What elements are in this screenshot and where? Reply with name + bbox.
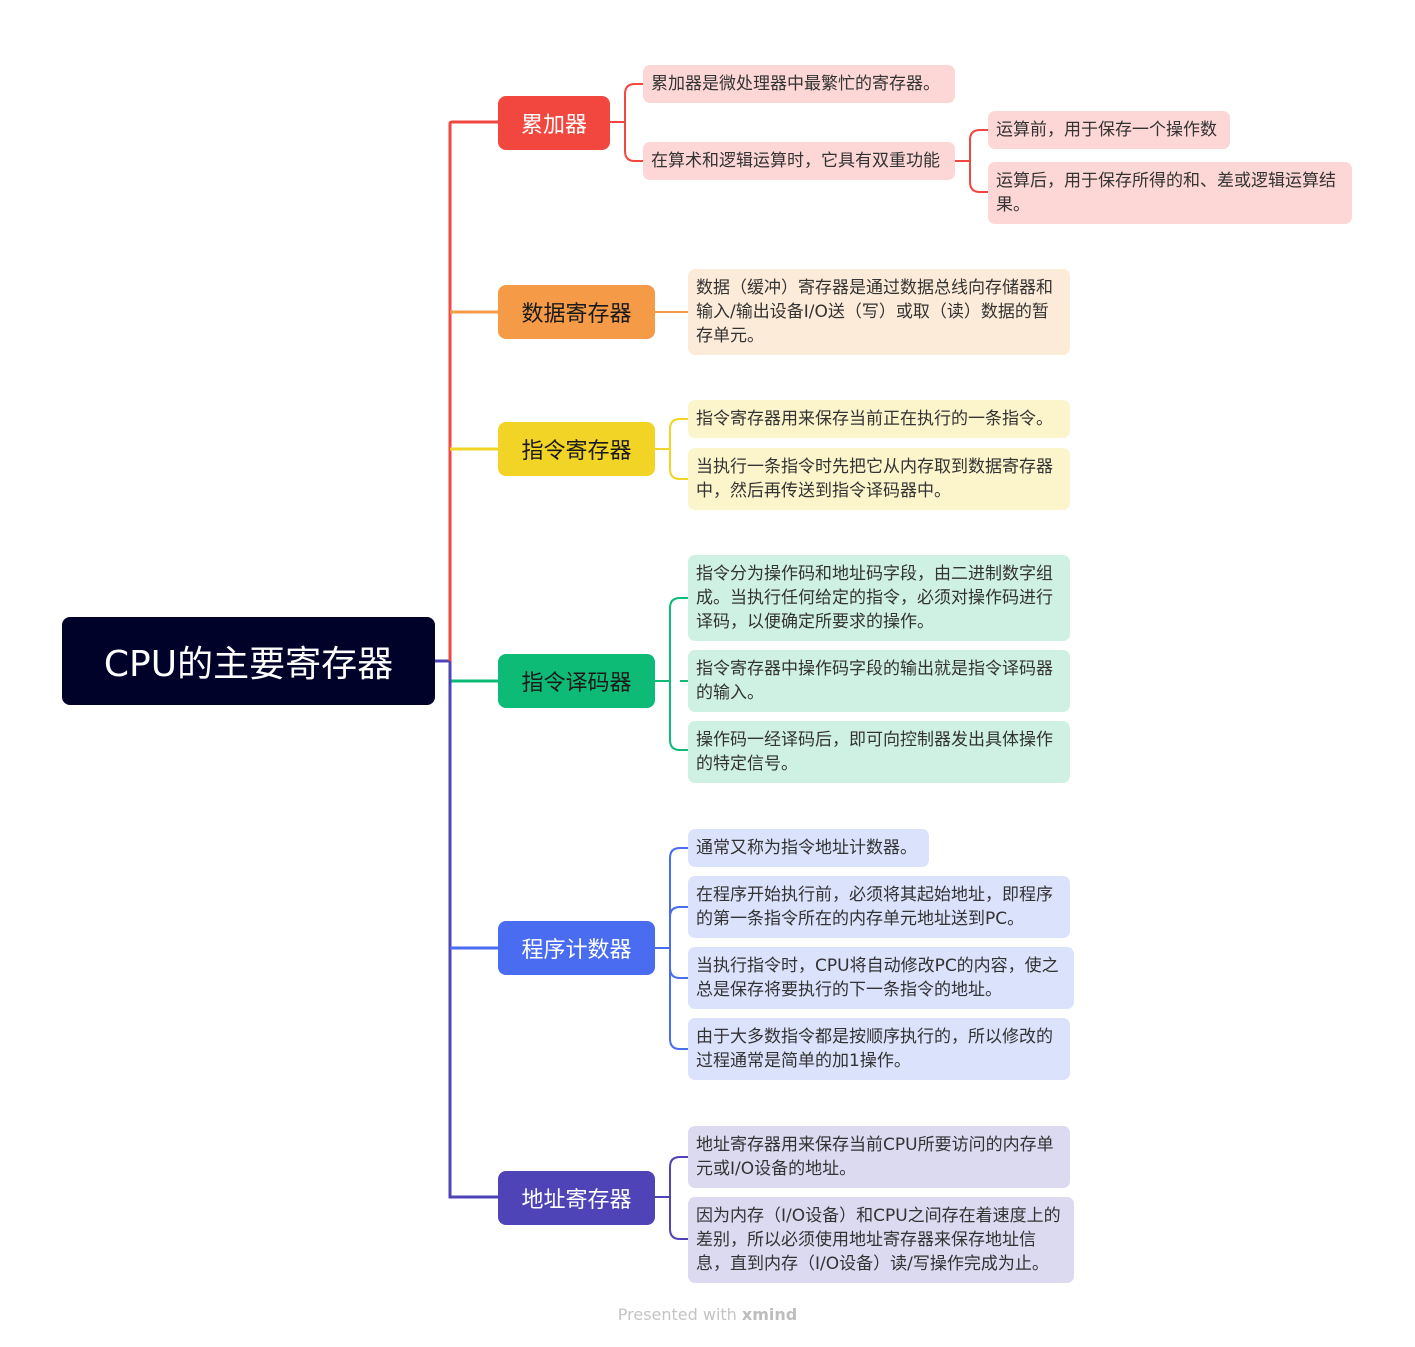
topic-instruction-register[interactable]: 指令寄存器 [498,422,655,476]
topic-data-register[interactable]: 数据寄存器 [498,285,655,339]
instruction-register-note-1[interactable]: 指令寄存器用来保存当前正在执行的一条指令。 [688,400,1070,438]
program-counter-note-2[interactable]: 在程序开始执行前，必须将其起始地址，即程序的第一条指令所在的内存单元地址送到PC… [688,876,1070,938]
accumulator-note-2[interactable]: 在算术和逻辑运算时，它具有双重功能 [643,142,955,180]
instruction-decoder-note-3[interactable]: 操作码一经译码后，即可向控制器发出具体操作的特定信号。 [688,721,1070,783]
program-counter-note-3[interactable]: 当执行指令时，CPU将自动修改PC的内容，使之总是保存将要执行的下一条指令的地址… [688,947,1074,1009]
topic-program-counter[interactable]: 程序计数器 [498,921,655,975]
topic-address-register[interactable]: 地址寄存器 [498,1171,655,1225]
program-counter-note-4[interactable]: 由于大多数指令都是按顺序执行的，所以修改的过程通常是简单的加1操作。 [688,1018,1070,1080]
footer-prefix: Presented with [617,1305,737,1324]
address-register-note-1[interactable]: 地址寄存器用来保存当前CPU所要访问的内存单元或I/O设备的地址。 [688,1126,1070,1188]
accumulator-sub-1[interactable]: 运算前，用于保存一个操作数 [988,111,1230,149]
program-counter-note-1[interactable]: 通常又称为指令地址计数器。 [688,829,929,867]
footer-credit: Presented with xmind [0,1305,1415,1324]
topic-instruction-decoder[interactable]: 指令译码器 [498,654,655,708]
data-register-note-1[interactable]: 数据（缓冲）寄存器是通过数据总线向存储器和输入/输出设备I/O送（写）或取（读）… [688,269,1070,355]
instruction-decoder-note-2[interactable]: 指令寄存器中操作码字段的输出就是指令译码器的输入。 [688,650,1070,712]
xmind-logo: xmind [741,1305,798,1324]
topic-accumulator[interactable]: 累加器 [498,96,610,150]
address-register-note-2[interactable]: 因为内存（I/O设备）和CPU之间存在着速度上的差别，所以必须使用地址寄存器来保… [688,1197,1074,1283]
instruction-register-note-2[interactable]: 当执行一条指令时先把它从内存取到数据寄存器中，然后再传送到指令译码器中。 [688,448,1070,510]
accumulator-note-1[interactable]: 累加器是微处理器中最繁忙的寄存器。 [643,65,955,103]
instruction-decoder-note-1[interactable]: 指令分为操作码和地址码字段，由二进制数字组成。当执行任何给定的指令，必须对操作码… [688,555,1070,641]
accumulator-sub-2[interactable]: 运算后，用于保存所得的和、差或逻辑运算结果。 [988,162,1352,224]
root-topic[interactable]: CPU的主要寄存器 [62,617,435,705]
